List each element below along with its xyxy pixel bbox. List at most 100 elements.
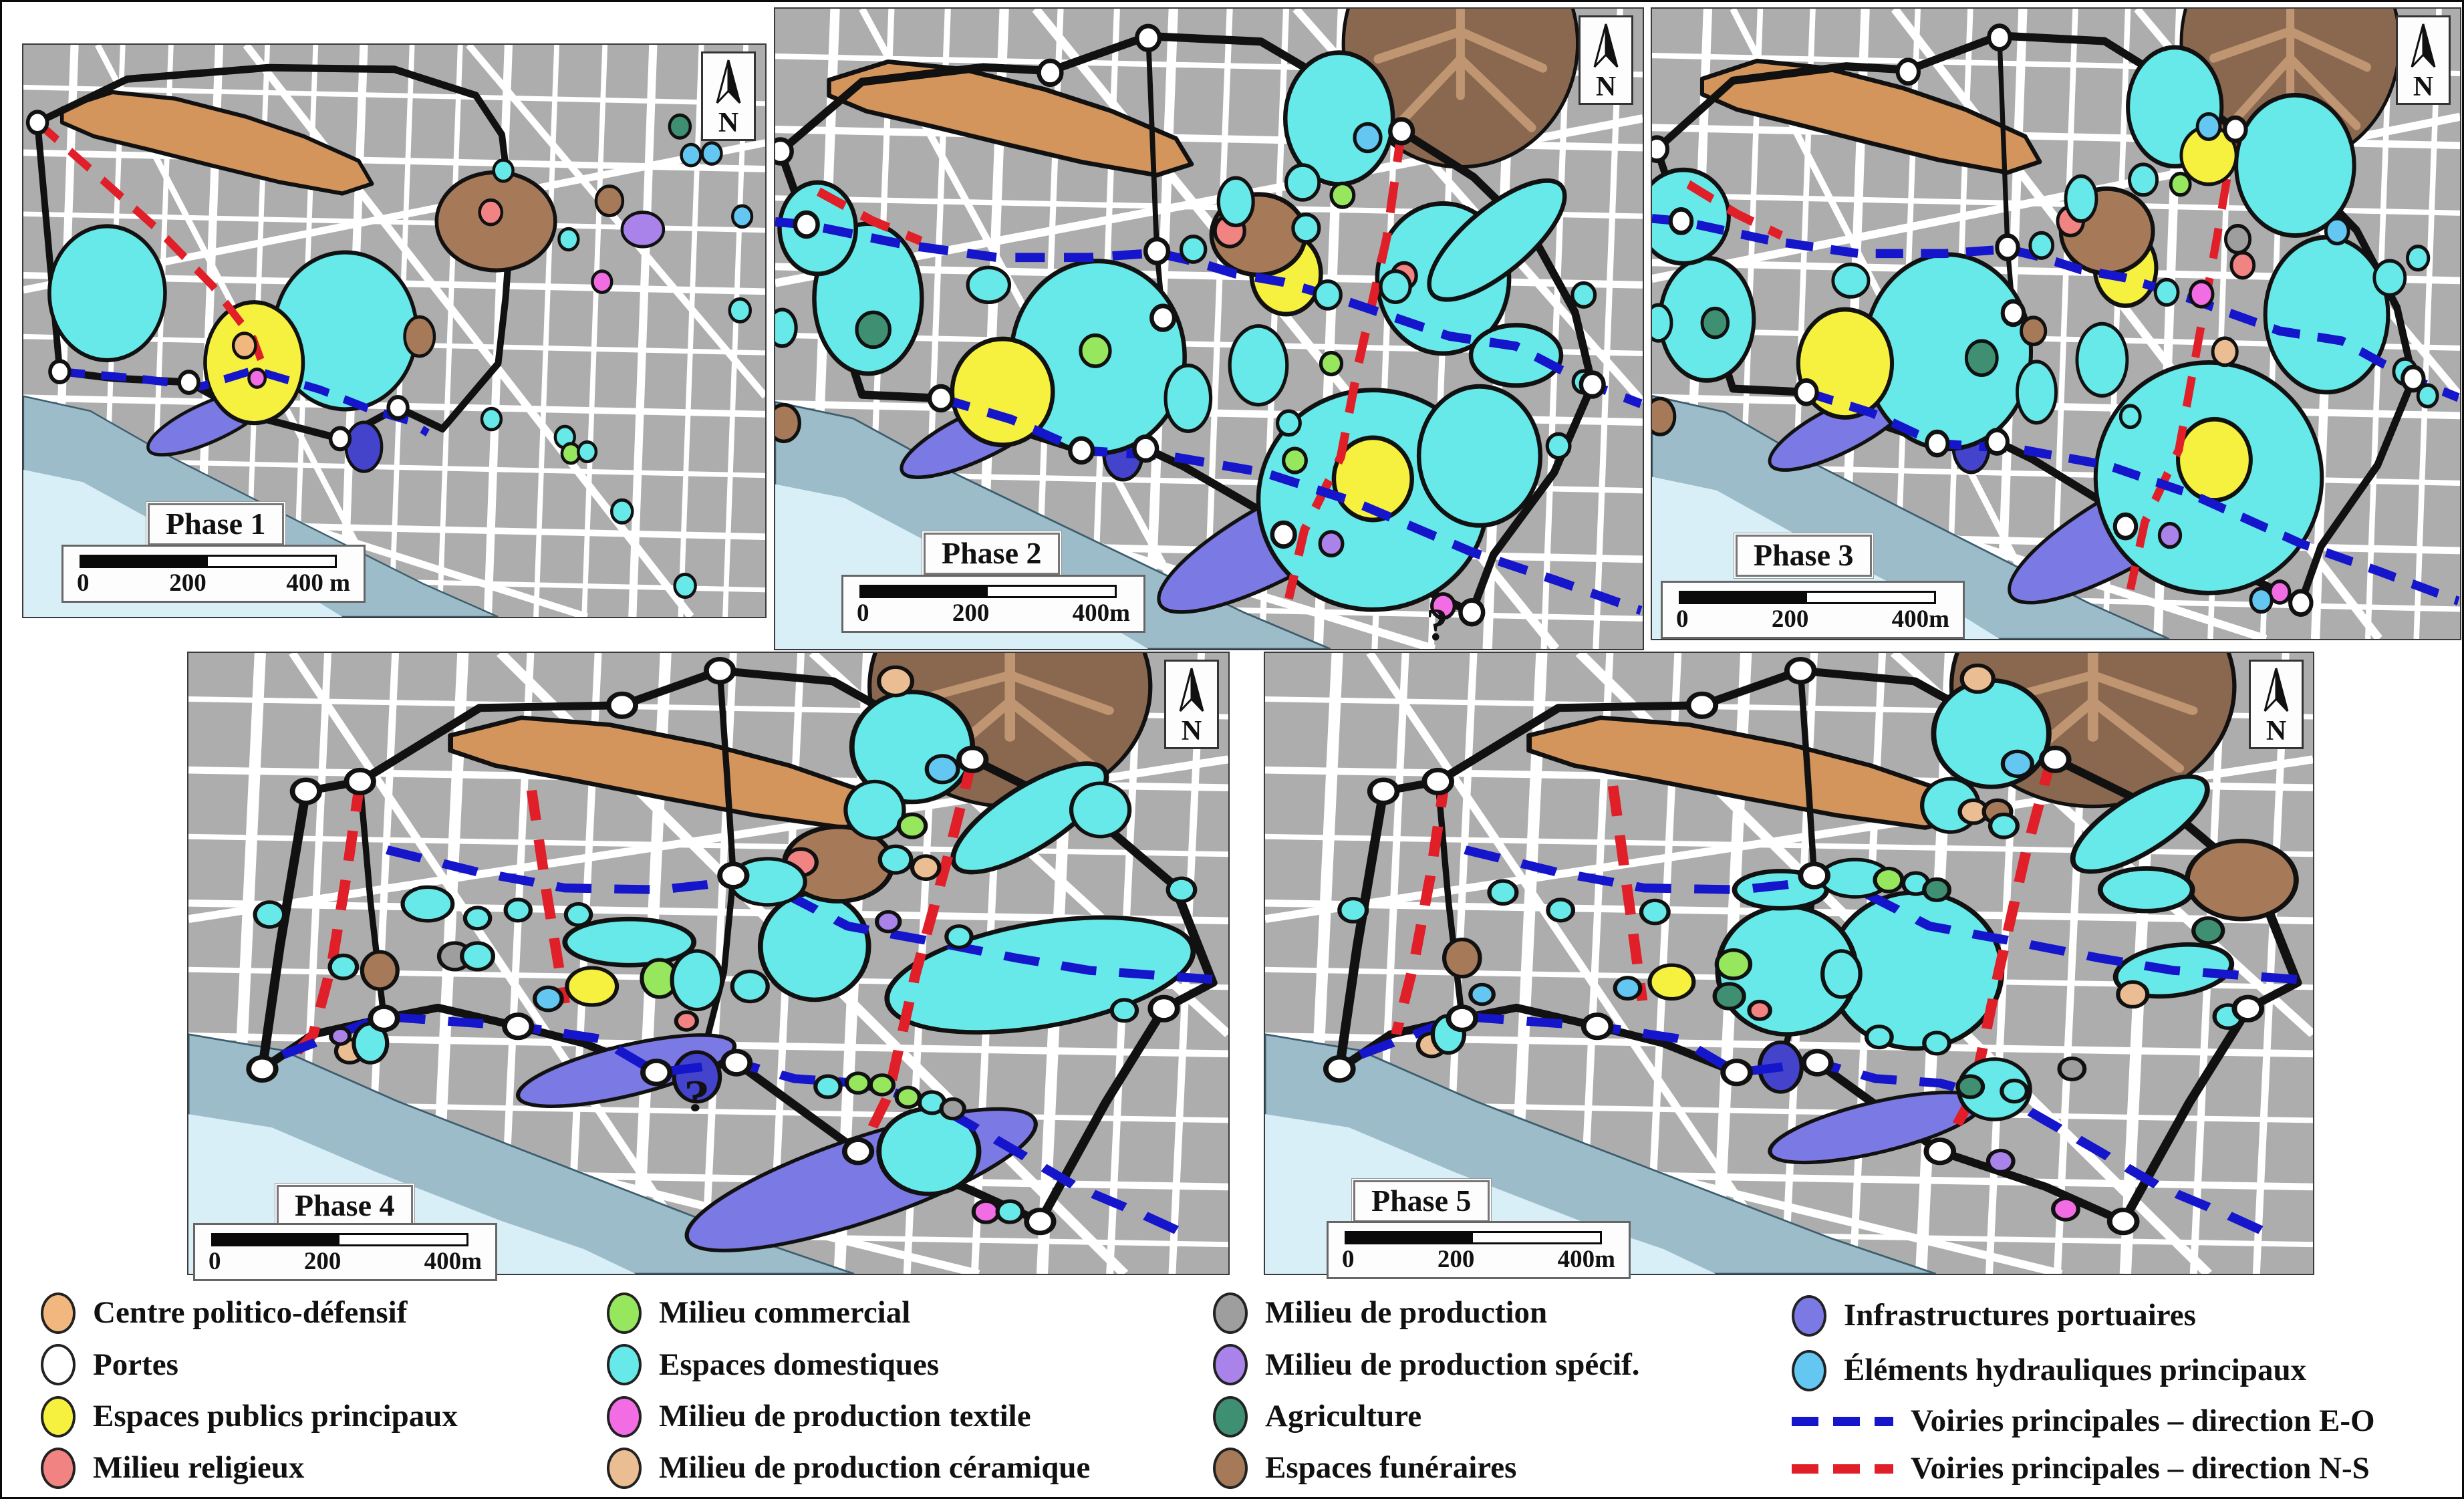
scale-bar-numbers: 0 200 400m bbox=[209, 1248, 482, 1276]
legend-label: Milieu de production bbox=[1265, 1295, 1548, 1331]
milieu-production-swatch-icon bbox=[1213, 1292, 1248, 1335]
scale-bar: 0 200 400m bbox=[193, 1223, 497, 1281]
scale-zero: 0 bbox=[209, 1248, 221, 1275]
north-arrow-icon bbox=[1179, 668, 1204, 712]
espaces-publics-swatch-icon bbox=[41, 1395, 76, 1438]
phase-label: Phase 5 bbox=[1353, 1180, 1490, 1222]
scale-zero: 0 bbox=[1342, 1246, 1355, 1273]
north-label: N bbox=[2266, 716, 2287, 746]
scale-bar-filled bbox=[1345, 1231, 1474, 1244]
scale-end: 400m bbox=[424, 1248, 482, 1275]
scale-bar-empty bbox=[1807, 591, 1936, 604]
voirie-ns-dash-icon bbox=[1792, 1464, 1893, 1474]
legend-label: Infrastructures portuaires bbox=[1844, 1298, 2196, 1333]
legend-item: Milieu religieux bbox=[41, 1447, 575, 1489]
north-arrow: N bbox=[2396, 15, 2451, 106]
legend-column-4: Infrastructures portuaires Éléments hydr… bbox=[1792, 1282, 2453, 1497]
legend-item: Milieu de production céramique bbox=[607, 1447, 1195, 1489]
map-panel-phase-1: Phase 1 0 200 400 m N bbox=[22, 43, 767, 618]
legend-column-3: Milieu de production Milieu de productio… bbox=[1213, 1282, 1788, 1497]
svg-text:?: ? bbox=[1426, 600, 1448, 649]
scale-bar-graphic bbox=[859, 585, 1127, 598]
north-arrow-icon bbox=[1593, 23, 1619, 68]
legend-label: Centre politico-défensif bbox=[93, 1295, 408, 1331]
scale-bar-filled bbox=[211, 1233, 340, 1246]
legend-label: Voiries principales – direction N-S bbox=[1911, 1450, 2370, 1486]
voirie-eo-dash-icon bbox=[1792, 1416, 1893, 1426]
legend-label: Milieu commercial bbox=[659, 1295, 911, 1331]
milieu-religieux-swatch-icon bbox=[41, 1447, 76, 1489]
espaces-domestiques-swatch-icon bbox=[607, 1344, 642, 1386]
scale-bar-graphic bbox=[80, 555, 348, 568]
production-ceramique-swatch-icon bbox=[607, 1447, 642, 1489]
agriculture-swatch-icon bbox=[1213, 1395, 1248, 1438]
map-canvas-phase-2: ? bbox=[775, 9, 1643, 649]
scale-bar-filled bbox=[859, 585, 988, 598]
milieu-commercial-swatch-icon bbox=[607, 1292, 642, 1335]
north-arrow: N bbox=[701, 51, 756, 142]
legend-item: Voiries principales – direction N-S bbox=[1792, 1450, 2453, 1486]
north-arrow: N bbox=[1164, 660, 1219, 750]
phase-label-text: Phase 2 bbox=[942, 536, 1042, 570]
scale-bar-empty bbox=[988, 585, 1117, 598]
north-label: N bbox=[1181, 716, 1202, 746]
legend-item: Espaces funéraires bbox=[1213, 1447, 1788, 1489]
scale-bar-filled bbox=[1679, 591, 1808, 604]
legend-label: Espaces domestiques bbox=[659, 1347, 940, 1382]
scale-bar-filled bbox=[80, 555, 209, 568]
legend-item: Espaces publics principaux bbox=[41, 1395, 575, 1438]
legend-item: Agriculture bbox=[1213, 1395, 1788, 1438]
legend-label: Espaces funéraires bbox=[1265, 1450, 1517, 1485]
phase-label: Phase 1 bbox=[148, 503, 284, 545]
phase-label: Phase 2 bbox=[924, 533, 1060, 575]
legend-item: Milieu commercial bbox=[607, 1292, 1195, 1335]
scale-bar: 0 200 400 m bbox=[61, 545, 366, 603]
legend-item: Éléments hydrauliques principaux bbox=[1792, 1349, 2453, 1391]
legend-item: Centre politico-défensif bbox=[41, 1292, 575, 1335]
espaces-funeraires-swatch-icon bbox=[1213, 1447, 1248, 1489]
scale-end: 400m bbox=[1891, 605, 1949, 633]
phase-label: Phase 3 bbox=[1736, 535, 1872, 577]
map-canvas-phase-1 bbox=[23, 45, 765, 617]
scale-zero: 0 bbox=[77, 569, 90, 597]
scale-end: 400m bbox=[1072, 599, 1130, 627]
infrastructures-portuaires-swatch-icon bbox=[1792, 1295, 1826, 1337]
centre-politico-defensif-swatch-icon bbox=[41, 1292, 76, 1335]
scale-bar-graphic bbox=[1345, 1231, 1613, 1244]
legend-column-2: Milieu commercial Espaces domestiques Mi… bbox=[607, 1282, 1195, 1497]
legend-label: Milieu religieux bbox=[93, 1450, 305, 1485]
phase-label: Phase 4 bbox=[277, 1185, 413, 1227]
scale-mid: 200 bbox=[169, 569, 207, 597]
phase-label-text: Phase 1 bbox=[166, 507, 266, 541]
map-canvas-phase-4: ? bbox=[188, 653, 1228, 1274]
legend-item: Milieu de production textile bbox=[607, 1395, 1195, 1438]
scale-bar-empty bbox=[208, 555, 337, 568]
scale-bar-empty bbox=[339, 1233, 468, 1246]
svg-text:?: ? bbox=[684, 1071, 710, 1120]
elements-hydrauliques-swatch-icon bbox=[1792, 1349, 1826, 1391]
north-arrow: N bbox=[1579, 15, 1633, 106]
production-textile-swatch-icon bbox=[607, 1395, 642, 1438]
north-arrow-icon bbox=[2411, 23, 2436, 68]
legend-label: Voiries principales – direction E-O bbox=[1911, 1403, 2375, 1438]
scale-end: 400 m bbox=[286, 569, 350, 597]
legend-label: Portes bbox=[93, 1347, 178, 1382]
scale-mid: 200 bbox=[303, 1248, 341, 1275]
legend-item: Portes bbox=[41, 1344, 575, 1386]
scale-bar-numbers: 0 200 400 m bbox=[77, 569, 350, 598]
legend-item: Milieu de production bbox=[1213, 1292, 1788, 1335]
scale-mid: 200 bbox=[1437, 1246, 1475, 1273]
legend-column-1: Centre politico-défensif Portes Espaces … bbox=[41, 1282, 575, 1497]
north-label: N bbox=[1595, 72, 1617, 102]
north-label: N bbox=[2413, 72, 2434, 102]
legend-item: Milieu de production spécif. bbox=[1213, 1344, 1788, 1386]
map-panel-phase-4: ? Phase 4 0 200 400m N bbox=[187, 652, 1230, 1281]
scale-mid: 200 bbox=[952, 599, 990, 627]
north-label: N bbox=[718, 108, 739, 138]
